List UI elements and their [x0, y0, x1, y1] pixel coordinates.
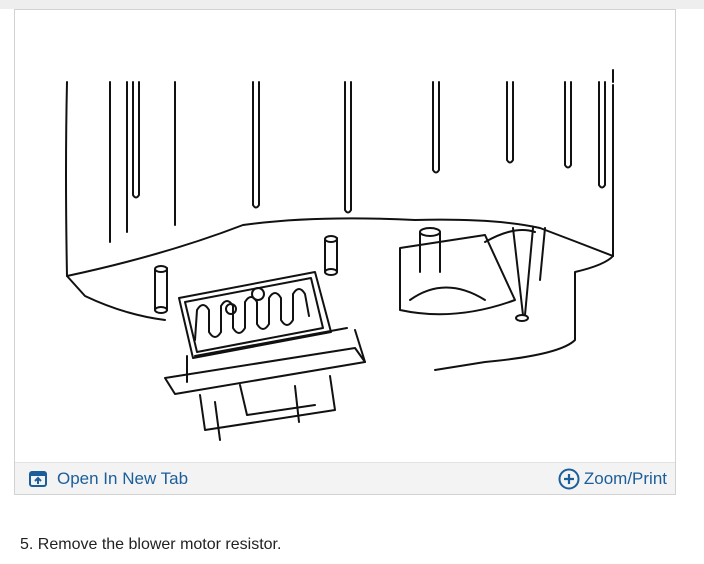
open-in-new-tab-link[interactable]: Open In New Tab [29, 469, 188, 489]
open-in-new-tab-label: Open In New Tab [57, 469, 189, 488]
figure-card: Open In New Tab Zoom/Print [14, 9, 676, 495]
step-caption: 5. Remove the blower motor resistor. [20, 536, 282, 553]
figure-action-bar: Open In New Tab Zoom/Print [15, 462, 675, 494]
zoom-print-label: Zoom/Print [583, 469, 667, 488]
open-new-tab-icon [29, 471, 47, 487]
zoom-plus-circle-icon [558, 468, 580, 490]
blower-motor-resistor-diagram [65, 69, 614, 441]
top-strip [0, 0, 704, 9]
zoom-print-link[interactable]: Zoom/Print [558, 468, 667, 490]
